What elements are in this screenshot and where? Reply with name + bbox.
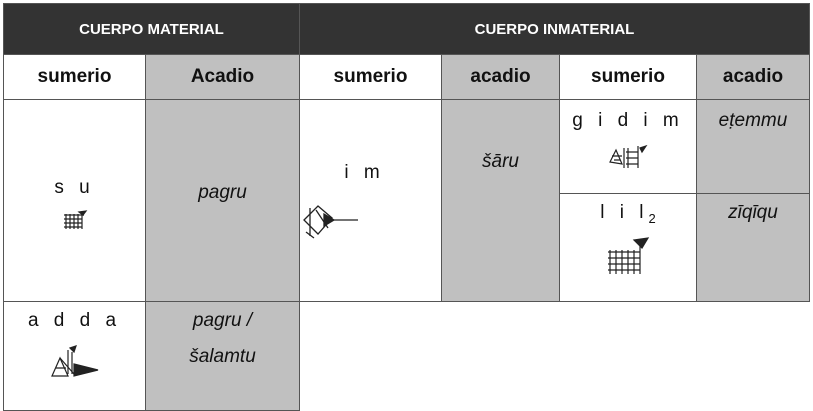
subheader-label: acadio xyxy=(470,66,531,87)
cuneiform-adda-icon xyxy=(50,345,98,377)
subheader-label: sumerio xyxy=(333,66,408,87)
subheader-acadio-1: Acadio xyxy=(145,54,300,100)
cell-pagru-salamtu: pagru / šalamtu xyxy=(145,301,300,411)
cell-saru: šāru xyxy=(441,99,560,302)
cell-im: i m xyxy=(299,99,442,302)
akkadian-word: zīqīqu xyxy=(728,202,778,223)
sign-index: 2 xyxy=(648,210,656,226)
cuneiform-su-icon xyxy=(63,209,87,229)
subheader-sumerio-2: sumerio xyxy=(299,54,442,100)
cuneiform-im-icon xyxy=(303,204,358,239)
sumerian-word: s u xyxy=(54,176,95,198)
cell-gidim: g i d i m xyxy=(559,99,697,194)
akkadian-word: šāru xyxy=(482,150,519,172)
subheader-sumerio-1: sumerio xyxy=(3,54,146,100)
cuneiform-gidim-icon xyxy=(609,144,648,168)
cell-lil2: l i l2 xyxy=(559,193,697,302)
header-cuerpo-inmaterial: CUERPO INMATERIAL xyxy=(299,3,810,55)
header-label: CUERPO MATERIAL xyxy=(79,20,224,38)
cell-ziqiqu: zīqīqu xyxy=(696,193,810,302)
subheader-acadio-3: acadio xyxy=(696,54,810,100)
sumerian-word: i m xyxy=(344,161,385,183)
sumerian-word: a d d a xyxy=(27,310,122,331)
subheader-label: Acadio xyxy=(190,66,255,87)
subheader-label: sumerio xyxy=(591,66,665,87)
akkadian-word-line2: šalamtu xyxy=(189,346,256,367)
sumerian-word: g i d i m xyxy=(572,110,684,131)
akkadian-word-line1: pagru / xyxy=(192,310,253,331)
cell-adda: a d d a xyxy=(3,301,146,411)
header-label: CUERPO INMATERIAL xyxy=(474,20,635,38)
subheader-acadio-2: acadio xyxy=(441,54,560,100)
header-cuerpo-material: CUERPO MATERIAL xyxy=(3,3,300,55)
cell-pagru: pagru xyxy=(145,99,300,302)
akkadian-word: eṭemmu xyxy=(718,110,788,131)
sumerian-word: l i l2 xyxy=(600,202,655,226)
subheader-label: sumerio xyxy=(37,66,112,87)
cuneiform-lil2-icon xyxy=(608,237,650,274)
akkadian-word: pagru xyxy=(198,181,247,203)
subheader-label: acadio xyxy=(722,66,784,87)
cell-etemmu: eṭemmu xyxy=(696,99,810,194)
sumerian-root: l i l xyxy=(600,202,649,223)
cell-su: s u xyxy=(3,99,146,302)
subheader-sumerio-3: sumerio xyxy=(559,54,697,100)
